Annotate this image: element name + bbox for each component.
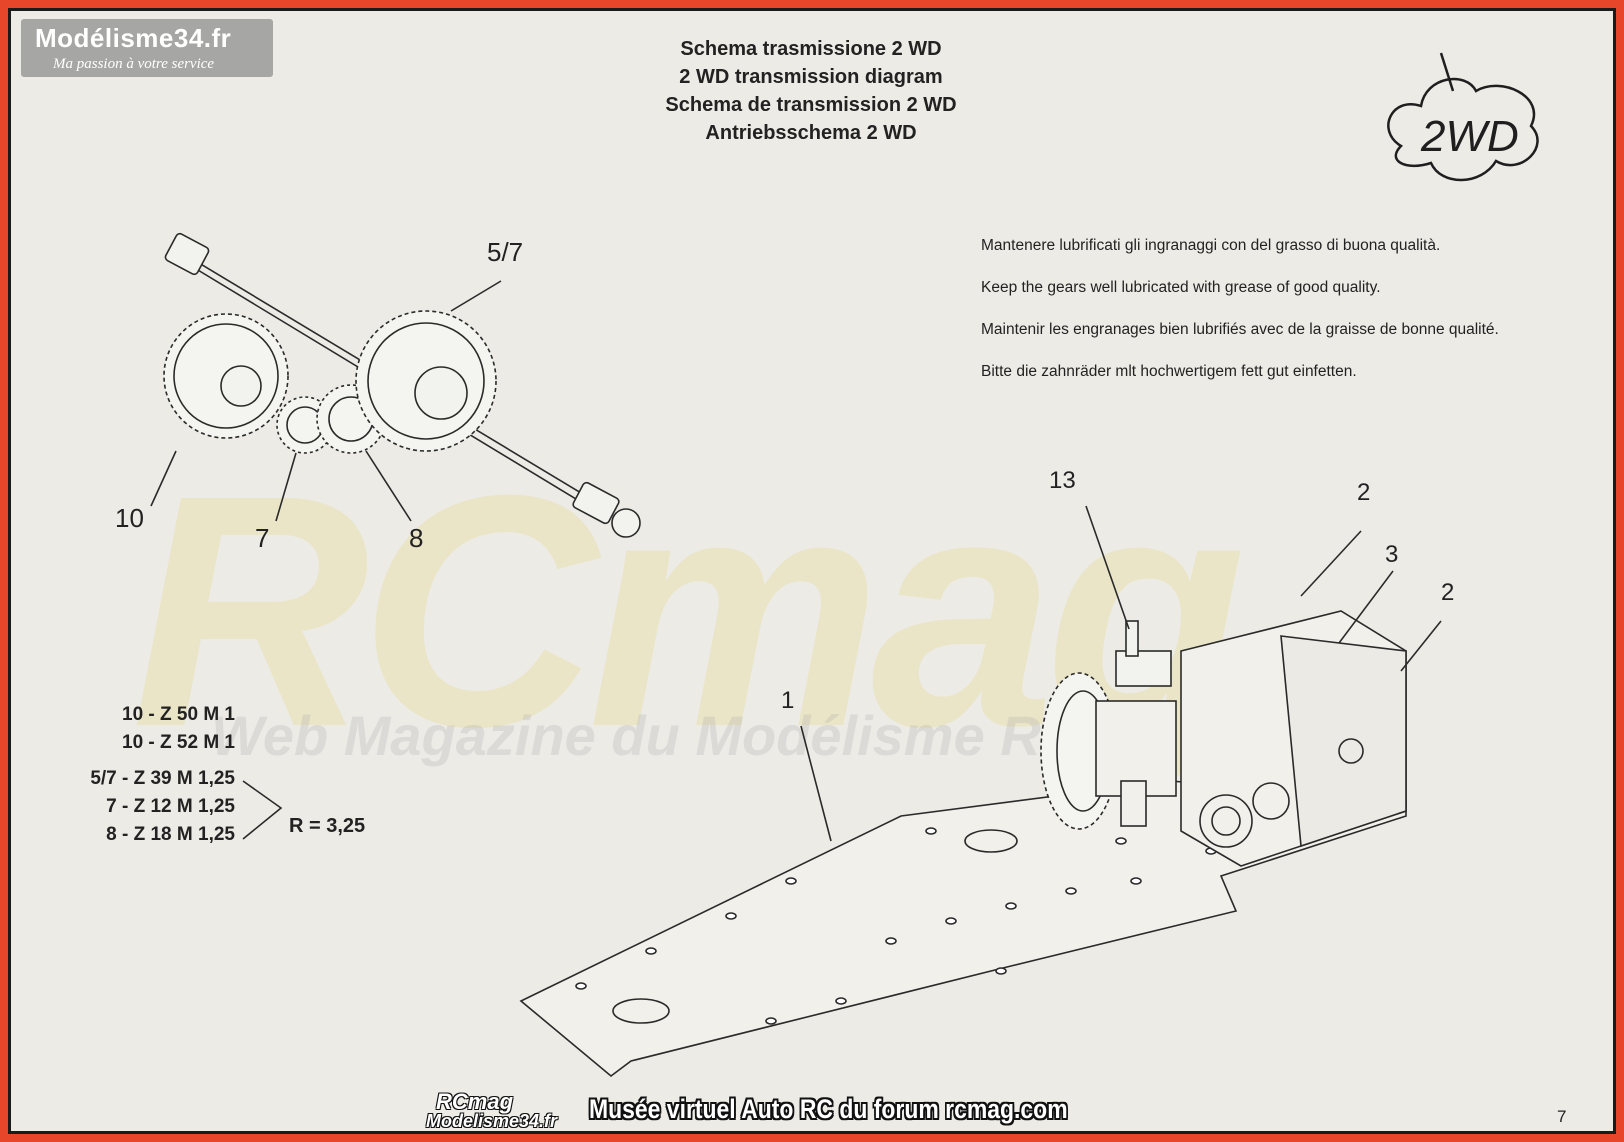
- gear-10: [163, 313, 289, 439]
- spec-line: 5/7 - Z 39 M 1,25: [90, 768, 235, 789]
- spec-line: 10 - Z 50 M 1: [122, 704, 235, 725]
- site-watermark: Modélisme34.fr Ma passion à votre servic…: [21, 19, 273, 77]
- note-italian: Mantenere lubrificati gli ingranaggi con…: [981, 237, 1441, 254]
- title-french: Schema de transmission 2 WD: [665, 94, 957, 116]
- title-english: 2 WD transmission diagram: [679, 66, 943, 88]
- callout-10: 10: [115, 503, 144, 533]
- site-tagline: Ma passion à votre service: [53, 56, 215, 72]
- callout-1: 1: [781, 687, 795, 714]
- badge-text: 2WD: [1420, 112, 1519, 161]
- diagram-titles: Schema trasmissione 2 WD 2 WD transmissi…: [571, 35, 1051, 147]
- callout-3: 3: [1385, 541, 1399, 568]
- note-french: Maintenir les engranages bien lubrifiés …: [981, 321, 1499, 338]
- note-german: Bitte die zahnräder mlt hochwertigem fet…: [981, 363, 1357, 380]
- footer-logo-site: Modelisme34.fr: [426, 1111, 558, 1131]
- gear-ratio: R = 3,25: [289, 815, 366, 837]
- site-name: Modélisme34.fr: [35, 23, 232, 53]
- note-english: Keep the gears well lubricated with grea…: [981, 279, 1381, 296]
- callout-2-lower: 2: [1441, 579, 1455, 606]
- gear-specs: 10 - Z 50 M 1 10 - Z 52 M 1 5/7 - Z 39 M…: [51, 701, 235, 849]
- page-number: 7: [1557, 1107, 1567, 1126]
- chassis-plate: [519, 780, 1407, 1078]
- title-german: Antriebsschema 2 WD: [705, 122, 917, 144]
- callout-13: 13: [1049, 467, 1076, 494]
- background-subtitle-watermark: Web Magazine du Modélisme RC: [211, 704, 1082, 767]
- gear-5-7: [355, 310, 497, 452]
- spec-line: 7 - Z 12 M 1,25: [106, 796, 235, 817]
- callout-2-upper: 2: [1357, 479, 1371, 506]
- callout-5-7: 5/7: [487, 237, 524, 267]
- lubrication-notes: Mantenere lubrificati gli ingranaggi con…: [981, 237, 1499, 405]
- 2wd-badge: 2WD: [1381, 51, 1551, 206]
- footer-logo: RCmag Modelisme34.fr: [426, 1089, 576, 1131]
- spec-line: 8 - Z 18 M 1,25: [106, 824, 235, 845]
- footer-logo-rcmag: RCmag: [436, 1089, 514, 1114]
- ratio-bracket: [242, 780, 283, 840]
- gearbox-assembly: [1040, 610, 1407, 867]
- footer-caption: Musée virtuel Auto RC du forum rcmag.com: [589, 1094, 1068, 1124]
- manual-page: RCmag Web Magazine du Modélisme RC Modél…: [8, 8, 1616, 1134]
- spec-line: 10 - Z 52 M 1: [122, 732, 235, 753]
- exploded-diagram: [150, 232, 1442, 1078]
- callout-8: 8: [409, 523, 424, 553]
- title-italian: Schema trasmissione 2 WD: [680, 38, 942, 60]
- callout-7: 7: [255, 523, 270, 553]
